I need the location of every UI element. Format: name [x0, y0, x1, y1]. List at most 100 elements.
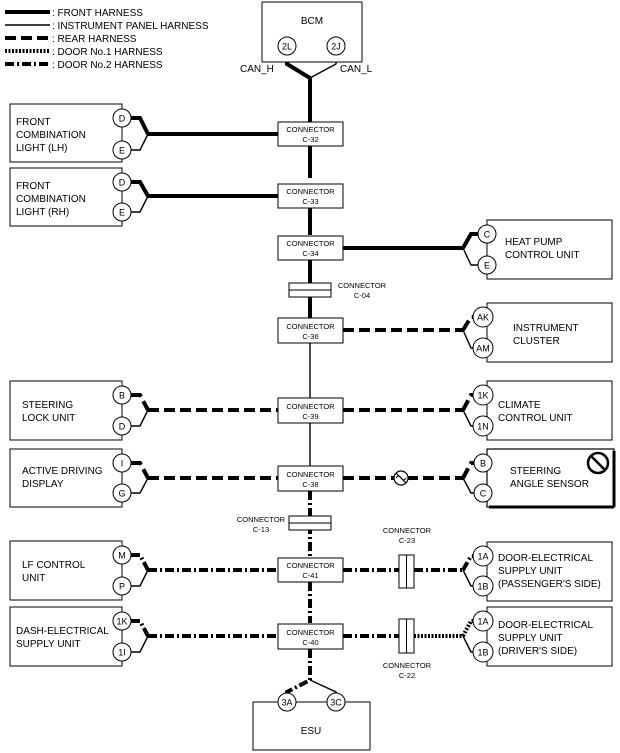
- connector-c32: CONNECTOR C-32: [277, 121, 344, 147]
- module-active-driving-display: ACTIVE DRIVING DISPLAY I G: [9, 448, 132, 508]
- connector-c04: CONNECTOR C-04: [288, 281, 387, 300]
- pin-1i-label: 1I: [118, 648, 126, 658]
- connector-c23-id: C-23: [399, 536, 415, 545]
- pin-1i: [112, 642, 132, 662]
- connector-c04-id: C-04: [354, 291, 370, 300]
- pin-ak: [472, 306, 494, 328]
- wire-front-lh-pin-e: [131, 133, 149, 151]
- pin-e-label: E: [119, 146, 125, 156]
- module-label-line: CLIMATE: [498, 400, 541, 411]
- legend: : FRONT HARNESS : INSTRUMENT PANEL HARNE…: [5, 8, 209, 71]
- pin-1b: [472, 641, 494, 663]
- module-heat-pump-control-unit: HEAT PUMP CONTROL UNIT C E: [477, 219, 613, 280]
- connector-c34-id: C-34: [302, 249, 318, 258]
- esu-pin-3a: [277, 692, 297, 712]
- bcm-pin-2j-label: 2J: [331, 42, 341, 52]
- module-front-combination-light-lh: FRONT COMBINATION LIGHT (LH) D E: [9, 103, 132, 163]
- module-label-line: ACTIVE DRIVING: [22, 466, 103, 477]
- connector-c41-id: C-41: [302, 571, 318, 580]
- can-h-label: CAN_H: [240, 64, 274, 75]
- pin-b: [473, 453, 493, 473]
- wire-front-lh-pin-d: [131, 116, 150, 135]
- no-noise-icon: [393, 470, 409, 486]
- esu-pin-3c: [326, 692, 346, 712]
- connector-c38-id: C-38: [302, 480, 318, 489]
- legend-label-front: : FRONT HARNESS: [52, 8, 143, 19]
- no-entry-icon: [586, 451, 610, 475]
- module-dash-electrical-supply-unit: DASH-ELECTRICAL SUPPLY UNIT 1K 1I: [9, 606, 132, 667]
- pin-p-label: P: [119, 582, 125, 592]
- connector-c38: CONNECTOR C-38: [277, 465, 344, 492]
- module-label-line: SUPPLY UNIT: [498, 633, 563, 644]
- pin-m-label: M: [118, 551, 126, 561]
- connector-c36: CONNECTOR C-36: [277, 317, 344, 344]
- module-label-line: LF CONTROL: [22, 560, 86, 571]
- bcm-module: BCM 2L 2J CAN_H CAN_L: [240, 1, 373, 75]
- module-label-line: CONTROL UNIT: [505, 250, 580, 261]
- pin-p: [112, 576, 132, 596]
- wire-active-display-pin-i: [131, 461, 150, 479]
- connector-c32-id: C-32: [302, 135, 318, 144]
- module-label-line: STEERING: [510, 466, 561, 477]
- pin-1a: [472, 545, 494, 567]
- connector-c13-id: C-13: [253, 525, 269, 534]
- module-front-combination-light-rh: FRONT COMBINATION LIGHT (RH) D E: [9, 167, 132, 227]
- pin-1n: [472, 415, 494, 437]
- wire-front-rh-pin-d: [131, 180, 150, 197]
- module-label-line: DASH-ELECTRICAL: [16, 626, 109, 637]
- bcm-pin-2l-label: 2L: [282, 42, 292, 52]
- connector-c33-title: CONNECTOR: [286, 187, 335, 196]
- module-steering-angle-sensor: STEERING ANGLE SENSOR B C: [473, 448, 616, 509]
- module-steering-lock-unit: STEERING LOCK UNIT B D: [9, 380, 132, 441]
- module-label-line: FRONT: [16, 117, 50, 128]
- bcm-box: [261, 1, 363, 63]
- connector-c22-id: C-22: [399, 671, 415, 680]
- module-label-line: ANGLE SENSOR: [510, 479, 589, 490]
- pin-d: [112, 108, 132, 128]
- module-label-line: CONTROL UNIT: [498, 413, 573, 424]
- pin-d-label: D: [119, 178, 126, 188]
- connector-c40-id: C-40: [302, 638, 318, 647]
- connector-c36-id: C-36: [302, 332, 318, 341]
- pin-c: [473, 483, 493, 503]
- bcm-pin-2j: [326, 36, 346, 56]
- pin-1k: [472, 384, 494, 406]
- connector-c13: CONNECTOR C-13: [237, 515, 332, 534]
- module-instrument-cluster: INSTRUMENT CLUSTER AK AM: [472, 302, 613, 363]
- module-lf-control-unit: LF CONTROL UNIT M P: [9, 540, 132, 601]
- can-l-label: CAN_L: [340, 64, 373, 75]
- pin-c-label: C: [484, 230, 491, 240]
- connector-c33: CONNECTOR C-33: [277, 183, 344, 209]
- wire-steering-lock-pin-b: [131, 393, 150, 411]
- module-label-line: INSTRUMENT: [513, 323, 579, 334]
- wire-active-display-pin-g: [131, 477, 149, 494]
- pin-e-label: E: [119, 208, 125, 218]
- pin-am: [472, 337, 494, 359]
- connector-c40: CONNECTOR C-40: [277, 623, 344, 650]
- connector-c04-title: CONNECTOR: [338, 281, 387, 290]
- connector-c34-title: CONNECTOR: [286, 239, 335, 248]
- module-label-line: (DRIVER'S SIDE): [498, 646, 577, 657]
- pin-1b-label: 1B: [477, 582, 488, 592]
- module-label-line: COMBINATION: [16, 130, 86, 141]
- trunk-wires: [285, 52, 337, 696]
- module-label-line: LOCK UNIT: [22, 413, 75, 424]
- esu-module: ESU 3A 3C: [252, 692, 371, 751]
- wire-heat-pump-pin-e: [462, 247, 478, 266]
- pin-1k: [112, 611, 132, 631]
- connector-c41-title: CONNECTOR: [286, 561, 335, 570]
- legend-label-door2: : DOOR No.2 HARNESS: [52, 60, 163, 71]
- module-label-line: LIGHT (LH): [16, 143, 68, 154]
- connector-c39: CONNECTOR C-39: [277, 397, 344, 424]
- module-door-electrical-supply-unit-driver: DOOR-ELECTRICAL SUPPLY UNIT (DRIVER'S SI…: [472, 606, 613, 667]
- connector-c38-title: CONNECTOR: [286, 470, 335, 479]
- connector-c33-id: C-33: [302, 197, 318, 206]
- pin-1a-label: 1A: [477, 552, 488, 562]
- pin-b-label: B: [119, 391, 125, 401]
- module-label-line: SUPPLY UNIT: [498, 566, 563, 577]
- pin-1k-label: 1K: [116, 617, 127, 627]
- pin-i: [112, 453, 132, 473]
- connector-c40-title: CONNECTOR: [286, 628, 335, 637]
- pin-c: [477, 224, 497, 244]
